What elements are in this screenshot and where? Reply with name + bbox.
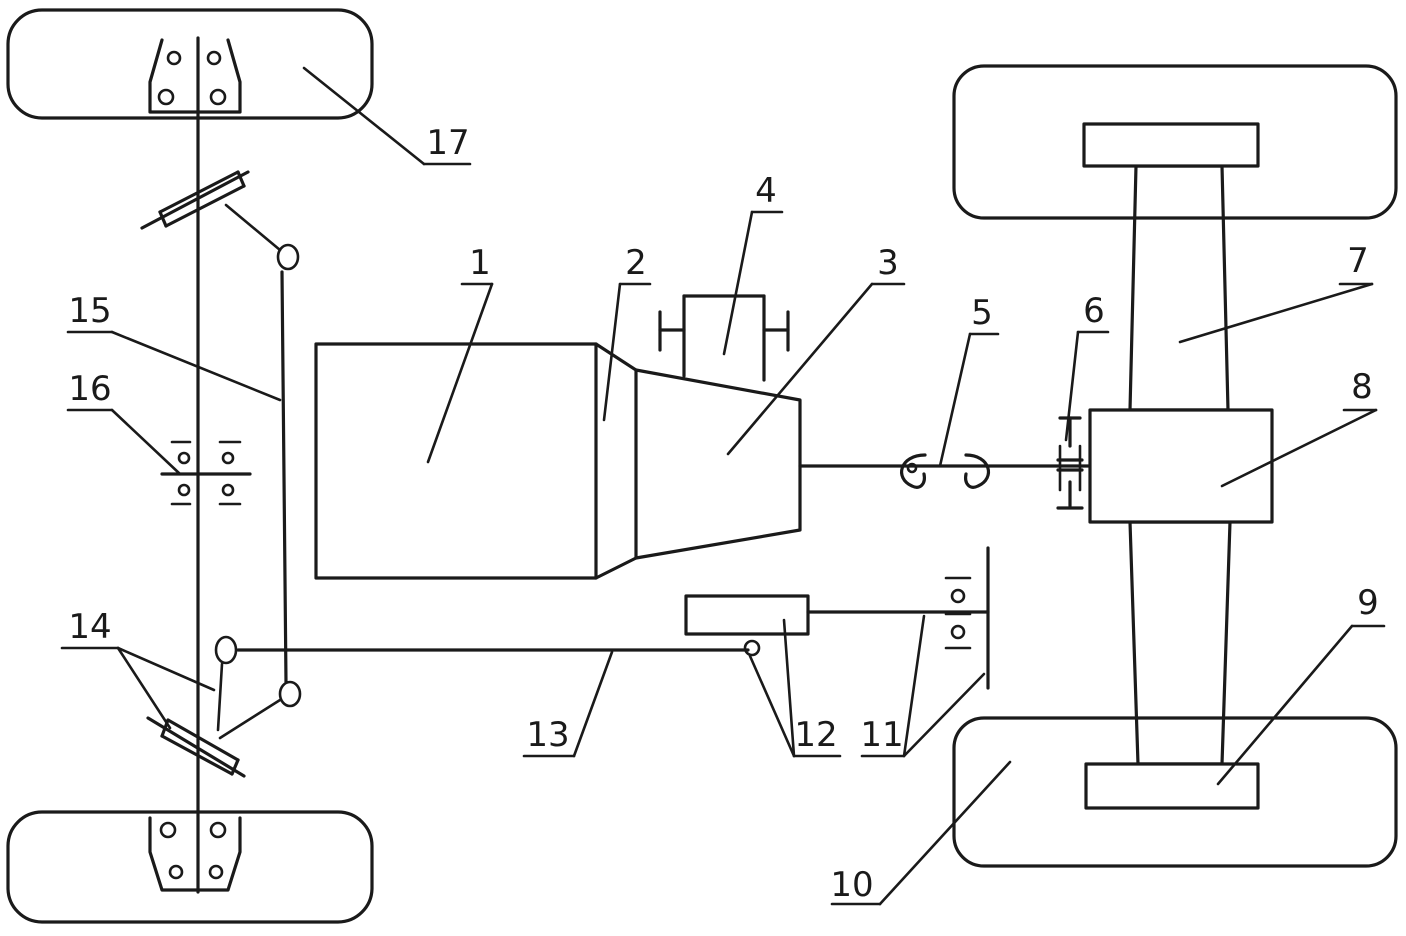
- rear-axle-assembly: [952, 64, 1398, 868]
- label-16: 16: [68, 369, 111, 409]
- clutch-housing: [594, 342, 638, 580]
- universal-joint-right: [964, 453, 990, 489]
- callout-labels: 1 2 3 4 5 6 7 8 9 10 11 12 13 14 15 16 1…: [68, 123, 1378, 905]
- label-7: 7: [1347, 241, 1369, 281]
- label-10: 10: [830, 865, 873, 905]
- label-1: 1: [469, 243, 491, 283]
- front-axle-assembly: [6, 8, 374, 924]
- label-9: 9: [1357, 583, 1379, 623]
- brake-linkage: [236, 546, 990, 690]
- pivot-mount: [160, 440, 252, 506]
- label-8: 8: [1351, 367, 1373, 407]
- label-17: 17: [426, 123, 469, 163]
- callout-leaders: [60, 66, 1386, 906]
- differential: [1088, 408, 1274, 524]
- hub-front-bottom: [148, 816, 242, 892]
- wheel-front-left: [6, 8, 374, 120]
- universal-joint-left: [900, 453, 927, 489]
- label-2: 2: [625, 243, 647, 283]
- hub-front-top: [148, 38, 242, 114]
- label-11: 11: [860, 715, 903, 755]
- driveshaft-assembly: [798, 416, 1090, 510]
- wheel-front-right: [6, 810, 374, 924]
- rear-hub-bottom: [1084, 762, 1260, 810]
- label-6: 6: [1083, 291, 1105, 331]
- label-4: 4: [755, 171, 777, 211]
- rear-hub-top: [1082, 122, 1260, 168]
- gear-shifter: [658, 294, 790, 382]
- label-13: 13: [526, 715, 569, 755]
- steering-rod: [280, 270, 288, 684]
- label-5: 5: [971, 293, 993, 333]
- flange-coupling: [1056, 416, 1084, 510]
- label-14: 14: [68, 607, 111, 647]
- kingpin-upper: [140, 170, 300, 271]
- engine: [314, 342, 598, 580]
- label-3: 3: [877, 243, 899, 283]
- brake-unit: [684, 594, 810, 636]
- kingpin-lower: [146, 635, 302, 778]
- label-15: 15: [68, 291, 111, 331]
- label-12: 12: [794, 715, 837, 755]
